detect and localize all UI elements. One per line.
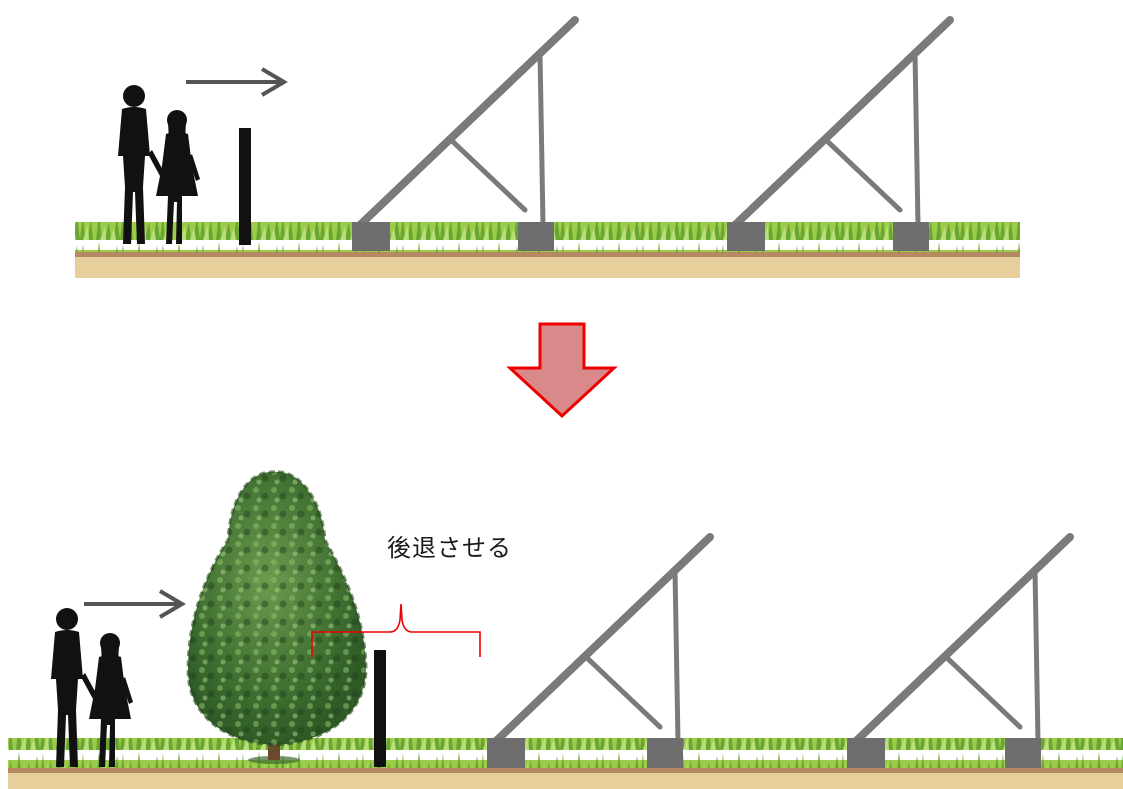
bottom-scene xyxy=(8,470,1123,789)
soil-strip xyxy=(8,770,1123,789)
grass-strip xyxy=(8,738,1123,768)
setback-bracket xyxy=(311,603,481,657)
top-scene xyxy=(75,20,1020,278)
fence-post-icon xyxy=(374,650,386,767)
down-arrow-icon xyxy=(506,322,618,419)
soil-edge xyxy=(75,252,1020,257)
solar-panel-frame-icon xyxy=(727,20,950,251)
right-arrow-icon xyxy=(84,589,186,619)
solar-panel-frame-icon xyxy=(352,20,575,251)
couple-silhouette-icon xyxy=(118,85,200,244)
solar-panel-frame-icon xyxy=(847,537,1070,768)
tree-icon xyxy=(186,470,368,764)
right-arrow-icon xyxy=(186,67,288,97)
soil-edge xyxy=(8,768,1123,773)
fence-post-icon xyxy=(239,128,251,245)
setback-caption: 後退させる xyxy=(387,534,512,562)
solar-panel-frame-icon xyxy=(487,537,710,768)
